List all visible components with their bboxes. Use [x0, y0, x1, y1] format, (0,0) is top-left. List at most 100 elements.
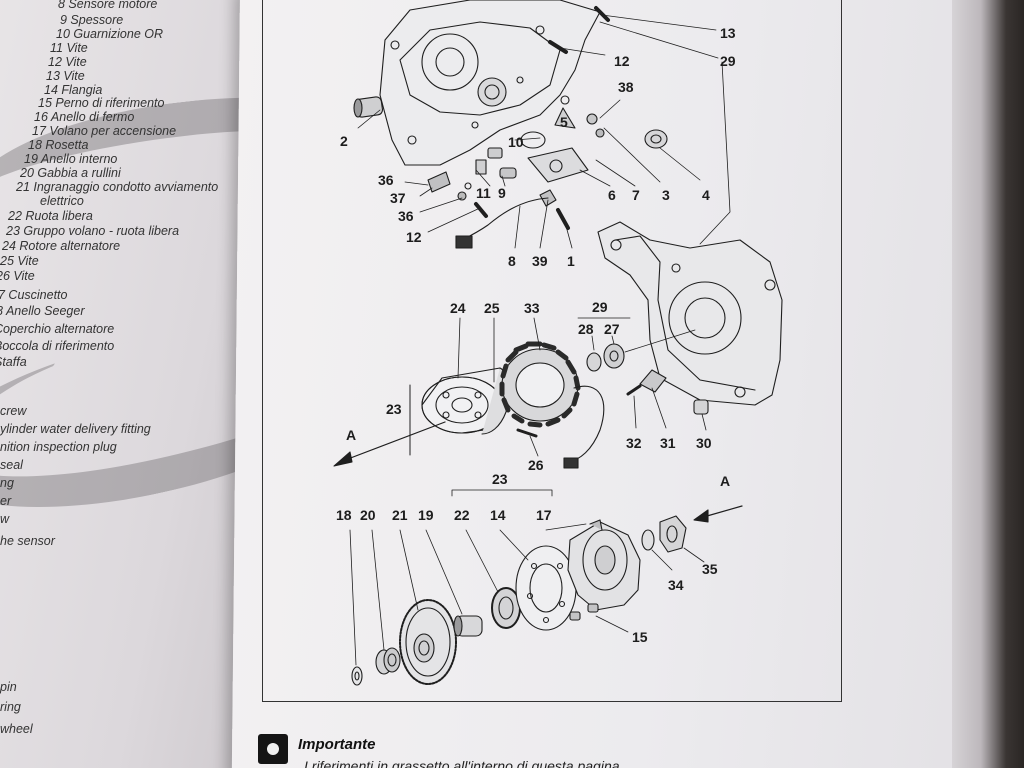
callout-34: 34 [668, 577, 684, 593]
callout-5: 5 [560, 114, 568, 130]
legend-line: ylinder water delivery fitting [0, 422, 151, 436]
legend-line: 24 Rotore alternatore [2, 239, 121, 253]
legend-line: Coperchio alternatore [0, 322, 115, 336]
legend-line: 16 Anello di fermo [34, 110, 135, 124]
callout-36: 36 [378, 172, 394, 188]
callout-1: 1 [567, 253, 575, 269]
callout-28: 28 [578, 321, 594, 337]
callout-2: 2 [340, 133, 348, 149]
important-text: I riferimenti in grassetto all'interno d… [304, 758, 620, 768]
callout-6: 6 [608, 187, 616, 203]
legend-line: 23 Gruppo volano - ruota libera [6, 224, 180, 238]
legend-line: nition inspection plug [0, 440, 117, 454]
flywheel-17 [567, 519, 641, 611]
callout-26: 26 [528, 457, 544, 473]
callout-12: 12 [614, 53, 630, 69]
callout-35: 35 [702, 561, 718, 577]
callout-27: 27 [604, 321, 620, 337]
callout-a-right: A [720, 473, 731, 489]
callout-29b: 29 [592, 299, 608, 315]
leader-lines-upper [357, 14, 719, 249]
callout-39: 39 [532, 253, 548, 269]
important-note: Importante [258, 734, 376, 764]
legend-line: ng [0, 476, 14, 490]
flange-14 [515, 545, 577, 631]
legend-line: 14 Flangia [44, 83, 103, 97]
callout-10: 10 [508, 134, 524, 150]
engine-crankcase [379, 0, 601, 166]
legend-line: crew [0, 404, 27, 418]
alternator-cover [597, 61, 783, 406]
legend-line: 25 Vite [0, 254, 39, 268]
callout-30: 30 [696, 435, 712, 451]
callout-22: 22 [454, 507, 470, 523]
callout-11: 11 [476, 185, 491, 201]
roller-cage-20 [375, 647, 401, 675]
legend-line: Boccola di riferimento [0, 339, 115, 353]
callout-14: 14 [490, 507, 506, 523]
pins-15 [569, 603, 599, 621]
callout-8: 8 [508, 253, 516, 269]
legend-line: 13 Vite [46, 69, 85, 83]
part-2-sleeve [353, 96, 384, 118]
callout-33: 33 [524, 300, 540, 316]
stator-33 [499, 341, 605, 469]
legend-line: 11 Vite [50, 41, 88, 55]
callout-25: 25 [484, 300, 500, 316]
arrow-a-left [333, 421, 446, 467]
callout-4: 4 [702, 187, 710, 203]
legend-line: er [0, 494, 12, 508]
legend-line: 12 Vite [48, 55, 87, 69]
diagram-frame [262, 0, 842, 702]
legend-line: 8 Sensore motore [58, 0, 158, 11]
callout-a-left: A [346, 427, 357, 443]
callout-32: 32 [626, 435, 642, 451]
bearing-parts [577, 317, 709, 431]
important-icon [258, 734, 288, 764]
legend-line: he sensor [0, 534, 55, 548]
legend-line: 17 Volano per accensione [32, 124, 177, 138]
legend-line: 20 Gabbia a rullini [20, 166, 121, 180]
legend-line: 15 Perno di riferimento [38, 96, 165, 110]
legend-line: wheel [0, 722, 33, 736]
legend-line: 22 Ruota libera [8, 209, 93, 223]
legend-line: ring [0, 700, 21, 714]
arrow-a-right [693, 505, 743, 523]
legend-line: 10 Guarnizione OR [56, 27, 164, 41]
callout-9: 9 [498, 185, 506, 201]
callout-36b: 36 [398, 208, 414, 224]
legend-line: 18 Rosetta [28, 138, 89, 152]
important-title: Importante [298, 735, 376, 753]
parts-legend: 8 Sensore motore 9 Spessore 10 Guarnizio… [0, 0, 290, 768]
legend-line: 19 Anello interno [24, 152, 118, 166]
callout-3: 3 [662, 187, 670, 203]
leader-lines-bottom [349, 489, 705, 666]
callout-21: 21 [392, 507, 408, 523]
washer-18 [351, 666, 363, 686]
legend-line: 21 Ingranaggio condotto avviamento [16, 180, 219, 194]
callout-15: 15 [632, 629, 648, 645]
callout-37: 37 [390, 190, 406, 206]
callout-31: 31 [660, 435, 676, 451]
callout-13: 13 [720, 25, 736, 41]
upper-small-parts [427, 6, 668, 249]
nut-35-washer-34 [641, 515, 687, 553]
legend-line: seal [0, 458, 23, 472]
legend-line: 8 Anello Seeger [0, 304, 85, 318]
legend-line: pin [0, 680, 17, 694]
callout-20: 20 [360, 507, 376, 523]
legend-line: 9 Spessore [60, 13, 124, 27]
callout-18: 18 [336, 507, 352, 523]
legend-line: 26 Vite [0, 269, 35, 283]
callout-23: 23 [386, 401, 402, 417]
legend-line: w [0, 512, 10, 526]
legend-line: elettrico [40, 194, 84, 208]
book-edge [952, 0, 1024, 768]
legend-line: Staffa [0, 355, 27, 369]
callout-29: 29 [720, 53, 736, 69]
callout-19: 19 [418, 507, 434, 523]
starter-gear-21 [399, 599, 457, 685]
callout-17: 17 [536, 507, 552, 523]
